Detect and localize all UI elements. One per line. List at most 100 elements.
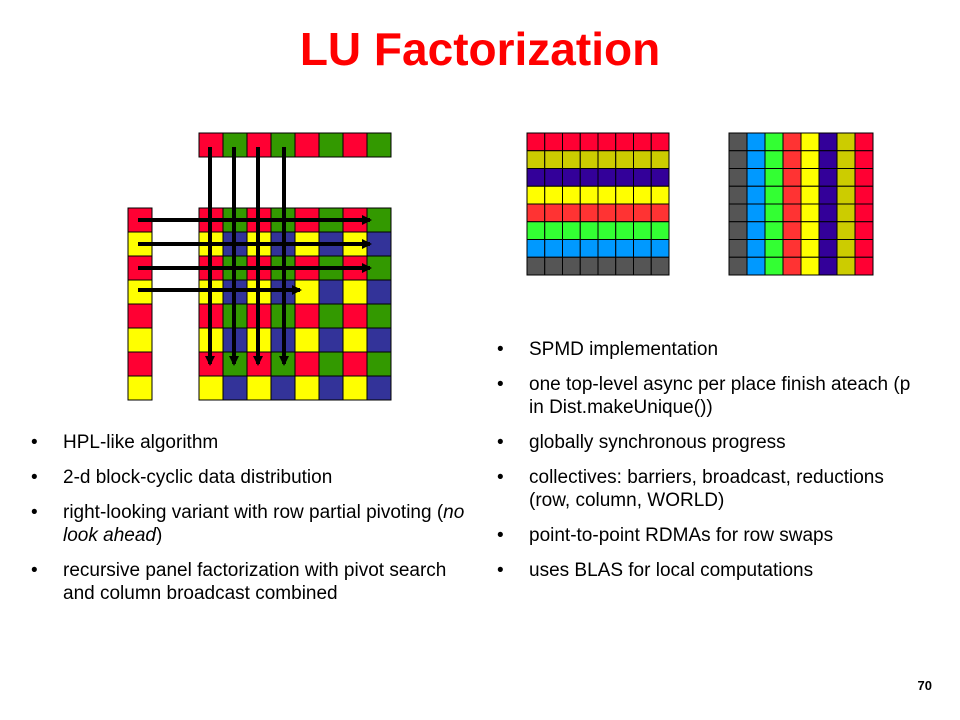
- row-dist-cell: [579, 185, 599, 205]
- column-dist-cell: [836, 203, 856, 223]
- left-bullet-item: • right-looking variant with row partial …: [31, 501, 481, 547]
- row-dist-cell: [597, 132, 617, 152]
- row-dist-cell: [633, 150, 652, 169]
- panel-column-block: [127, 303, 153, 329]
- column-dist-cell: [782, 239, 802, 258]
- right-bullet-list: •SPMD implementation •one top-level asyn…: [497, 338, 917, 594]
- column-dist-cell: [764, 203, 784, 223]
- right-bullet-item: •point-to-point RDMAs for row swaps: [497, 524, 917, 547]
- column-dist-cell: [764, 256, 784, 276]
- row-dist-cell: [562, 239, 581, 258]
- row-dist-cell: [597, 256, 617, 276]
- row-dist-cell: [615, 256, 634, 276]
- right-bullet-item: •SPMD implementation: [497, 338, 917, 361]
- column-dist-cell: [800, 185, 820, 205]
- column-dist-cell: [818, 221, 838, 240]
- bullet-dot: •: [497, 432, 504, 453]
- panel-column-block: [127, 375, 153, 401]
- matrix-block: [366, 327, 392, 353]
- column-dist-cell: [746, 203, 766, 223]
- matrix-block: [366, 279, 392, 305]
- row-dist-cell: [597, 239, 617, 258]
- right-bullet-item: • one top-level async per place finish at…: [497, 373, 917, 419]
- row-dist-cell: [615, 168, 634, 187]
- matrix-block: [366, 255, 392, 281]
- column-dist-cell: [746, 150, 766, 169]
- column-dist-cell: [728, 185, 748, 205]
- right-bullet-item: •collectives: barriers, broadcast, reduc…: [497, 466, 917, 512]
- row-dist-cell: [544, 132, 563, 152]
- column-dist-cell: [836, 221, 856, 240]
- column-dist-cell: [818, 239, 838, 258]
- left-bullet-item: •2-d block-cyclic data distribution: [31, 466, 481, 489]
- row-dist-cell: [562, 150, 581, 169]
- bullet-text: SPMD implementation: [529, 339, 719, 360]
- matrix-block: [342, 351, 368, 377]
- bullet-dot: •: [31, 502, 38, 523]
- main-block-matrix: [198, 207, 392, 401]
- column-dist-cell: [818, 203, 838, 223]
- row-dist-cell: [633, 239, 652, 258]
- row-dist-cell: [615, 132, 634, 152]
- column-dist-cell: [854, 168, 874, 187]
- row-dist-cell: [597, 221, 617, 240]
- row-dist-cell: [526, 256, 546, 276]
- column-dist-cell: [728, 203, 748, 223]
- column-dist-cell: [746, 256, 766, 276]
- right-bullet-item: • globally synchronous progress: [497, 431, 917, 454]
- bullet-text: HPL-like algorithm: [63, 432, 219, 453]
- column-dist-cell: [782, 150, 802, 169]
- row-dist-cell: [544, 221, 563, 240]
- column-dist-cell: [782, 132, 802, 152]
- column-dist-cell: [728, 256, 748, 276]
- column-dist-cell: [728, 221, 748, 240]
- row-dist-cell: [562, 221, 581, 240]
- column-dist-cell: [746, 239, 766, 258]
- column-dist-cell: [782, 221, 802, 240]
- row-dist-cell: [633, 168, 652, 187]
- column-dist-cell: [836, 239, 856, 258]
- bullet-dot: •: [497, 374, 504, 395]
- matrix-block: [342, 375, 368, 401]
- column-dist-cell: [800, 132, 820, 152]
- column-dist-cell: [818, 168, 838, 187]
- column-dist-cell: [782, 168, 802, 187]
- matrix-block: [318, 351, 344, 377]
- column-dist-cell: [854, 185, 874, 205]
- column-dist-cell: [746, 185, 766, 205]
- top-panel-row: [198, 132, 392, 158]
- column-dist-cell: [728, 239, 748, 258]
- row-dist-cell: [633, 221, 652, 240]
- row-dist-cell: [562, 168, 581, 187]
- column-dist-cell: [836, 132, 856, 152]
- matrix-block: [318, 327, 344, 353]
- bullet-dot: •: [497, 525, 504, 546]
- matrix-block: [342, 327, 368, 353]
- row-dist-cell: [526, 185, 546, 205]
- column-dist-cell: [728, 168, 748, 187]
- row-dist-cell: [579, 239, 599, 258]
- row-dist-cell: [579, 203, 599, 223]
- row-dist-cell: [597, 150, 617, 169]
- right-bullet-item: •uses BLAS for local computations: [497, 559, 917, 582]
- column-dist-cell: [764, 168, 784, 187]
- column-dist-cell: [800, 256, 820, 276]
- row-dist-cell: [579, 150, 599, 169]
- row-dist-cell: [526, 221, 546, 240]
- bullet-text: right-looking variant with row partial p…: [63, 502, 444, 523]
- bullet-text: globally synchronous progress: [529, 432, 786, 453]
- row-dist-cell: [544, 168, 563, 187]
- matrix-block: [246, 375, 272, 401]
- column-dist-cell: [854, 150, 874, 169]
- row-dist-cell: [544, 185, 563, 205]
- broadcast-arrows: [138, 147, 372, 366]
- matrix-block: [342, 303, 368, 329]
- panel-row-block: [366, 132, 392, 158]
- panel-column-block: [127, 327, 153, 353]
- bullet-text: one top-level async per place finish ate…: [529, 374, 911, 418]
- row-dist-cell: [562, 203, 581, 223]
- row-dist-cell: [615, 239, 634, 258]
- row-dist-cell: [633, 203, 652, 223]
- column-distribution-matrix: [728, 132, 874, 276]
- column-dist-cell: [800, 203, 820, 223]
